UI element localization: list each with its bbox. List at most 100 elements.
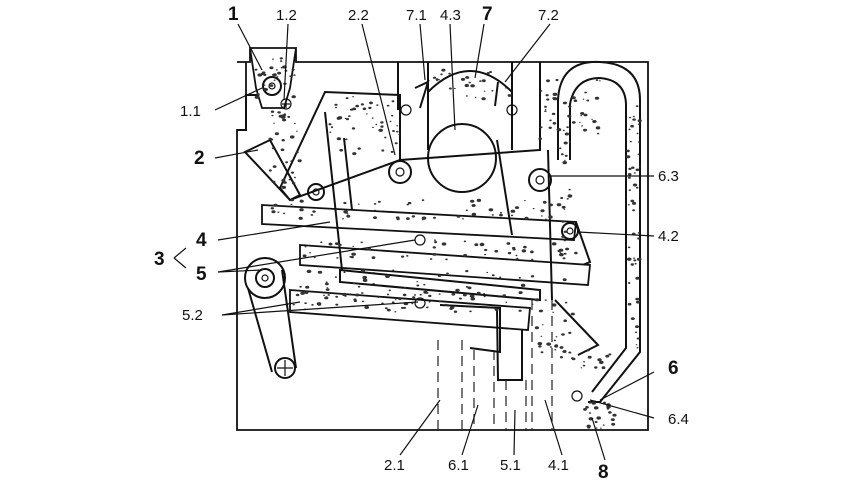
- seed-particle: [433, 239, 437, 241]
- seed-particle: [345, 138, 348, 141]
- seed-particle: [546, 98, 550, 101]
- seed-particle: [507, 94, 512, 97]
- seed-particle: [560, 197, 564, 199]
- seed-particle: [380, 121, 384, 124]
- seed-particle: [352, 152, 357, 156]
- seed-particle: [276, 76, 279, 78]
- seed-particle: [568, 105, 572, 108]
- seed-particle: [384, 136, 387, 139]
- drive-eccentric: [244, 257, 297, 379]
- seed-particle: [499, 276, 502, 279]
- seed-particle: [327, 294, 331, 296]
- seed-particle: [469, 294, 475, 298]
- seed-particle: [416, 281, 419, 283]
- seed-particle: [568, 141, 571, 143]
- seed-particle: [305, 285, 310, 289]
- seed-particle: [548, 215, 553, 219]
- seed-particle: [534, 326, 540, 330]
- seed-particle: [539, 90, 543, 92]
- seed-particle: [281, 179, 286, 183]
- seed-particle: [548, 126, 552, 129]
- seed-particle: [434, 241, 438, 244]
- seed-particle: [524, 200, 526, 202]
- seed-particle: [627, 173, 632, 176]
- seed-particle: [567, 194, 573, 198]
- seed-particle: [637, 141, 641, 143]
- seed-particle: [563, 230, 568, 233]
- seed-particle: [554, 344, 559, 348]
- seed-particle: [455, 288, 460, 292]
- seed-particle: [594, 366, 598, 369]
- seed-particle: [635, 186, 639, 189]
- seed-particle: [436, 79, 438, 82]
- seed-particle: [565, 247, 570, 251]
- seed-particle: [304, 302, 307, 305]
- seed-particle: [299, 208, 304, 212]
- seed-particle: [591, 118, 593, 120]
- seed-particle: [407, 201, 412, 205]
- seed-particle: [563, 141, 568, 145]
- label-3: 3: [154, 249, 165, 270]
- seed-particle: [438, 300, 442, 303]
- seed-particle: [287, 115, 291, 118]
- seed-particle: [291, 182, 296, 185]
- seed-particle: [292, 303, 295, 306]
- seed-particle: [391, 114, 394, 117]
- housing: [236, 49, 649, 431]
- seed-particle: [541, 324, 544, 326]
- seed-particle: [438, 79, 440, 81]
- seed-particle: [474, 243, 479, 247]
- seed-particle: [352, 96, 354, 98]
- seed-particle: [433, 216, 436, 219]
- seed-particle: [354, 293, 360, 297]
- seed-particle: [594, 96, 600, 100]
- seed-particle: [394, 142, 398, 145]
- seed-particle: [627, 246, 631, 249]
- label-7: 7: [482, 4, 493, 25]
- seed-particle: [293, 74, 296, 76]
- seed-particle: [555, 78, 559, 82]
- seed-particle: [429, 258, 433, 260]
- seed-particle: [343, 271, 346, 274]
- seed-particle: [494, 308, 499, 311]
- seed-particle: [514, 206, 520, 210]
- seed-particle: [631, 166, 635, 169]
- seed-particle: [351, 252, 356, 256]
- seed-particle: [510, 209, 516, 213]
- seed-particle: [562, 350, 567, 353]
- seed-particle: [571, 121, 576, 124]
- seed-particle: [324, 296, 329, 300]
- seed-particle: [402, 293, 407, 297]
- seed-particle: [462, 218, 464, 220]
- seed-particle: [380, 125, 384, 128]
- seed-particle: [568, 351, 572, 354]
- seed-particle: [571, 357, 576, 361]
- seed-particle: [564, 301, 568, 304]
- seed-particle: [257, 95, 260, 98]
- seed-particle: [297, 159, 302, 163]
- seed-particle: [499, 213, 503, 217]
- seed-particle: [595, 79, 599, 81]
- label-6: 6: [668, 358, 679, 379]
- seed-particle: [564, 154, 568, 157]
- seed-particle: [563, 239, 566, 242]
- seed-particle: [317, 303, 322, 306]
- seed-particle: [559, 356, 564, 359]
- label-2-1: 2.1: [384, 457, 405, 474]
- seed-particle: [413, 294, 417, 296]
- seed-particle: [345, 97, 349, 100]
- seed-particle: [584, 91, 587, 94]
- seed-particle: [346, 213, 349, 215]
- seed-particle: [369, 101, 373, 105]
- seed-particle: [552, 122, 557, 125]
- seed-particle: [630, 199, 635, 203]
- seed-particle: [488, 208, 494, 212]
- pulleys: [307, 80, 583, 402]
- seed-particle: [385, 274, 390, 279]
- seed-particle: [628, 128, 631, 131]
- seed-particle: [432, 76, 437, 79]
- seed-particle: [268, 169, 272, 172]
- seed-particle: [290, 171, 295, 174]
- seed-particle: [438, 293, 441, 295]
- seed-particle: [334, 276, 337, 278]
